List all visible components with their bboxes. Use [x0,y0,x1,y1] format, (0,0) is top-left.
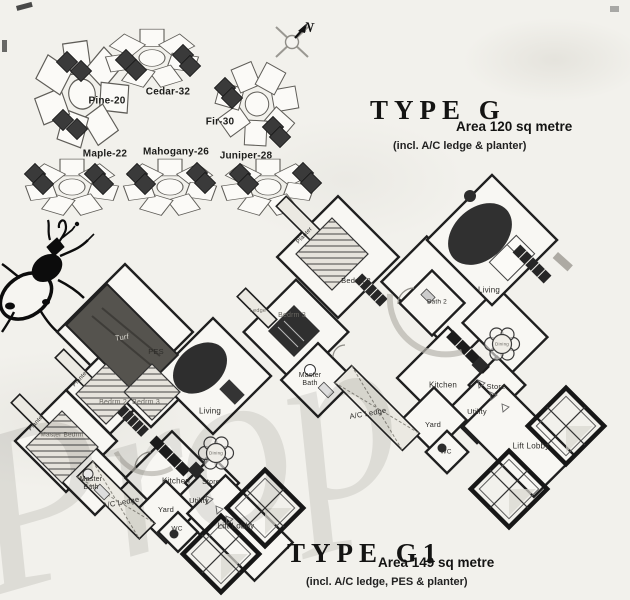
planter-mark [501,403,510,413]
planter-mark [477,379,486,389]
type-g-note: (incl. A/C ledge & planter) [393,140,527,152]
room-master-bath [279,341,357,419]
room-wc [424,429,470,475]
bed-furniture [488,234,536,282]
keyplan-unit-highlight [193,171,217,195]
beetle-illustration [0,219,95,335]
kitchen-counter [149,435,191,477]
planter-mark [215,505,224,515]
planter-mark [205,495,214,505]
living-furniture [173,342,227,394]
room-ac-ledge [333,364,421,452]
wardrobe [512,244,552,284]
type-g1-area: Area 149 sq metre [378,555,495,570]
ac-ledge-braces [76,460,156,540]
bath-fixture [82,468,94,480]
wardrobe [354,273,388,307]
type-g1-plan-drawing [10,262,307,596]
keyplan-cluster-fir [208,54,305,154]
type-g1-title: TYPE G1 [287,538,443,568]
dining-set [483,327,521,361]
type-g-area: Area 120 sq metre [456,119,573,134]
keyplan-unit-highlight [51,108,75,132]
room-lift-lobby [185,473,295,583]
bed-furniture [295,217,369,291]
scan-artifacts [2,1,619,272]
door-arc [332,344,346,358]
planter-mark [489,391,498,401]
keyplan-unit-highlight [133,172,157,196]
keyplan-unit-highlight [299,171,323,195]
wardrobe [117,405,149,437]
dining-set [197,436,235,470]
keyplan-unit-highlight [268,125,292,149]
lift-shaft [467,447,551,531]
keyplan-unit-highlight [91,172,115,196]
door-arc [134,451,152,469]
bed-furniture [25,410,99,484]
room-ledge-strip [236,287,278,329]
door-arc [397,287,415,305]
bath-fixture [304,364,316,376]
bay-curve [386,293,463,358]
keyplan-unit-highlight [69,59,93,83]
keyplan-unit-highlight [55,50,79,74]
north-compass-icon: N [275,20,315,58]
planter-mark [225,515,234,525]
keyplan-unit-highlight [220,86,244,110]
type-g-title: TYPE G [370,95,506,125]
room-bath-2 [397,268,467,338]
keyplan-cluster-pine [27,35,138,154]
keyplan-clusters [23,28,323,216]
keyplan-unit-highlight [124,58,148,82]
compass-north-label: N [301,20,315,37]
ac-ledge-braces [334,365,420,451]
keyplan-unit-highlight [31,172,55,196]
type-g1-note: (incl. A/C ledge, PES & planter) [306,576,468,588]
keyplan-unit-highlight [178,54,202,78]
keyplan-highlighted-units [23,43,323,196]
keyplan-unit-highlight [236,172,260,196]
lift-shaft [524,384,608,468]
master-bed-furniture [448,203,512,265]
bay-curve [113,450,174,477]
type-g-plan-drawing [236,173,608,531]
keyplan-unit-highlight [65,117,89,141]
